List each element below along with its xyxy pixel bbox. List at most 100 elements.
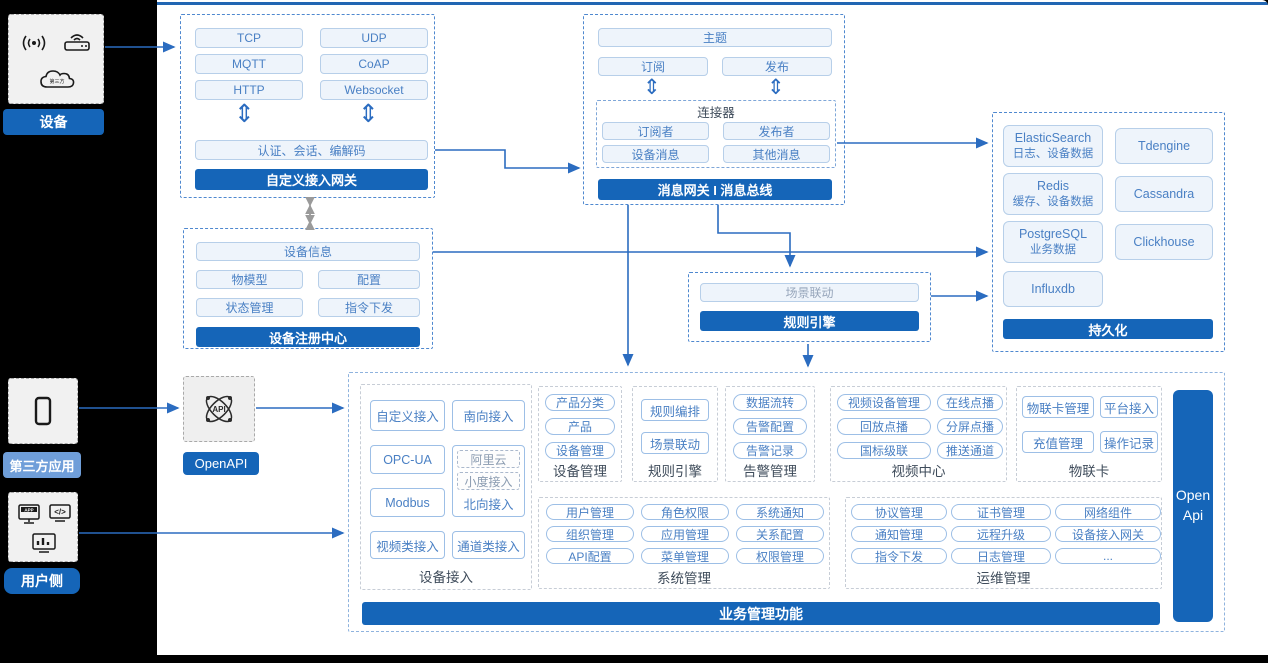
store-clickhouse: Clickhouse	[1115, 224, 1213, 260]
section-label-device-access: 设备接入	[419, 570, 473, 585]
open-api-bar: Open Api	[1173, 390, 1213, 622]
access-xiaodu-pill: 小度接入	[457, 472, 520, 490]
video-pill: 国标级联	[837, 442, 931, 459]
topic-pill: 主题	[598, 28, 832, 47]
svg-text:API: API	[212, 405, 225, 414]
ops-pill: ...	[1055, 548, 1161, 564]
svg-text:</>: </>	[54, 508, 66, 517]
access-opcua-pill: OPC-UA	[370, 445, 445, 474]
user-side-icon-box: APP </>	[8, 492, 78, 562]
app-screen-icon: APP	[16, 502, 42, 526]
wireless-signal-icon	[19, 31, 49, 55]
store-influxdb: Influxdb	[1003, 271, 1103, 307]
svg-text:第三方: 第三方	[49, 78, 64, 85]
protocol-pill: TCP	[195, 28, 303, 48]
device-mgmt-pill: 产品分类	[545, 394, 615, 411]
connector-pill: 订阅者	[602, 122, 709, 140]
double-arrow-icon: ⇕	[643, 76, 661, 99]
alarm-pill: 告警配置	[733, 418, 807, 435]
openapi-label: OpenAPI	[183, 452, 259, 475]
ops-pill: 设备接入网关	[1055, 526, 1161, 542]
scene-linkage-pill: 场景联动	[700, 283, 919, 302]
protocol-pill: MQTT	[195, 54, 303, 74]
cloud-icon: 第三方	[37, 65, 77, 95]
video-grid: 视频设备管理在线点播回放点播分屏点播国标级联推送通道	[837, 394, 1003, 459]
code-icon: </>	[47, 502, 73, 526]
access-south-pill: 南向接入	[452, 400, 525, 431]
protocol-pill: CoAP	[320, 54, 428, 74]
rule-engine-pill: 规则编排	[641, 399, 709, 421]
access-channel-pill: 通道类接入	[452, 531, 525, 559]
system-pill: 关系配置	[736, 526, 824, 542]
custom-gateway-title-bar: 自定义接入网关	[195, 169, 428, 190]
chart-icon	[30, 531, 58, 557]
registry-grid: 物模型配置状态管理指令下发	[196, 270, 420, 317]
svg-text:APP: APP	[24, 508, 33, 513]
video-pill: 在线点播	[937, 394, 1003, 411]
ops-grid: 协议管理证书管理网络组件通知管理远程升级设备接入网关指令下发日志管理...	[851, 504, 1161, 564]
persistence-title-bar: 持久化	[1003, 319, 1213, 339]
section-label-device-mgmt: 设备管理	[553, 464, 607, 479]
section-label-video-center: 视频中心	[891, 464, 946, 479]
device-mgmt-pill: 设备管理	[545, 442, 615, 459]
section-label-system-mgmt: 系统管理	[657, 571, 711, 586]
connector-title: 连接器	[697, 105, 735, 120]
double-arrow-icon: ⇕	[234, 100, 255, 128]
registry-title-bar: 设备注册中心	[196, 327, 420, 347]
subscribe-pill: 订阅	[598, 57, 708, 76]
alarm-pill: 数据流转	[733, 394, 807, 411]
iot-card-pill: 操作记录	[1100, 431, 1158, 453]
access-aliyun-pill: 阿里云	[457, 450, 520, 468]
video-pill: 视频设备管理	[837, 394, 931, 411]
publish-pill: 发布	[722, 57, 832, 76]
registry-pill: 状态管理	[196, 298, 303, 317]
system-pill: 组织管理	[546, 526, 634, 542]
registry-pill: 物模型	[196, 270, 303, 289]
protocol-pill: UDP	[320, 28, 428, 48]
device-mgmt-pill: 产品	[545, 418, 615, 435]
section-label-rule-engine: 规则引擎	[648, 464, 702, 479]
rule-engine-title-bar: 规则引擎	[700, 311, 919, 331]
double-arrow-icon: ⇕	[358, 100, 379, 128]
section-label-alarm-mgmt: 告警管理	[743, 464, 797, 479]
ops-pill: 日志管理	[951, 548, 1051, 564]
ops-pill: 协议管理	[851, 504, 947, 520]
store-cassandra: Cassandra	[1115, 176, 1213, 212]
rule-engine-pill: 场景联动	[641, 432, 709, 454]
iot-card-pill: 物联卡管理	[1022, 396, 1094, 418]
business-title-bar: 业务管理功能	[362, 602, 1160, 625]
system-pill: 用户管理	[546, 504, 634, 520]
rule-engine-grid: 规则编排场景联动	[641, 399, 709, 454]
alarm-pill: 告警记录	[733, 442, 807, 459]
iot-grid: 物联卡管理平台接入充值管理操作记录	[1022, 396, 1158, 453]
access-video-pill: 视频类接入	[370, 531, 445, 559]
ops-pill: 通知管理	[851, 526, 947, 542]
router-icon	[61, 29, 93, 55]
video-pill: 推送通道	[937, 442, 1003, 459]
message-bus-title-bar: 消息网关 I 消息总线	[598, 179, 832, 200]
ops-pill: 证书管理	[951, 504, 1051, 520]
device-mgmt-grid: 产品分类产品设备管理	[545, 394, 615, 459]
system-pill: API配置	[546, 548, 634, 564]
double-arrow-icon: ⇕	[767, 76, 785, 99]
system-pill: 权限管理	[736, 548, 824, 564]
device-info-pill: 设备信息	[196, 242, 420, 261]
phone-icon	[33, 395, 53, 427]
system-pill: 系统通知	[736, 504, 824, 520]
section-label-iot-card: 物联卡	[1068, 464, 1110, 479]
video-pill: 回放点播	[837, 418, 931, 435]
iot-card-pill: 平台接入	[1100, 396, 1158, 418]
rail-label-device: 设备	[3, 109, 104, 135]
third-party-icon-box	[8, 378, 78, 444]
connector-pill: 其他消息	[723, 145, 830, 163]
top-rule	[157, 2, 1268, 5]
access-custom-pill: 自定义接入	[370, 400, 445, 431]
rail-label-user-side: 用户侧	[4, 568, 80, 594]
api-atom-icon: API	[196, 388, 242, 430]
session-pill: 认证、会话、编解码	[195, 140, 428, 160]
